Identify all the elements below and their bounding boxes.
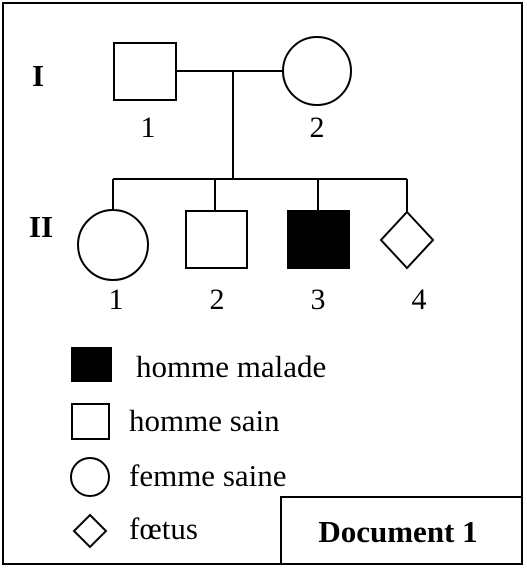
individual-number-I-1: 1 [141, 111, 156, 144]
document-label-box [280, 496, 523, 565]
individual-I-1-healthy-male-symbol [113, 42, 177, 101]
legend-healthy-male-label: homme sain [129, 403, 280, 438]
individual-number-I-2: 2 [310, 111, 325, 144]
legend-affected-male-label: homme malade [136, 349, 326, 384]
legend-healthy-female-symbol [70, 457, 110, 497]
pedigree-lines [112, 70, 408, 212]
legend-fetus-label: fœtus [129, 511, 198, 546]
individual-number-II-3: 3 [311, 283, 326, 316]
generation-label-II: II [29, 209, 53, 244]
individual-I-2-healthy-female-symbol [282, 36, 352, 106]
individual-II-4-fetus-symbol [379, 210, 435, 270]
individual-II-1-healthy-female-symbol [77, 209, 149, 281]
document-label: Document 1 [318, 514, 477, 549]
individual-number-II-4: 4 [412, 283, 427, 316]
legend-healthy-male-symbol [71, 403, 110, 440]
individual-number-II-2: 2 [210, 283, 225, 316]
legend-affected-male-symbol [71, 347, 112, 382]
individual-II-3-affected-male-symbol [287, 210, 350, 269]
legend-healthy-female-label: femme saine [129, 458, 287, 493]
outer-frame [2, 2, 523, 565]
legend-fetus-symbol [72, 513, 108, 549]
generation-label-I: I [32, 58, 44, 93]
legend: homme malade homme sain femme saine fœtu… [70, 347, 326, 549]
individual-II-2-healthy-male-symbol [185, 210, 248, 269]
individual-number-II-1: 1 [109, 283, 124, 316]
